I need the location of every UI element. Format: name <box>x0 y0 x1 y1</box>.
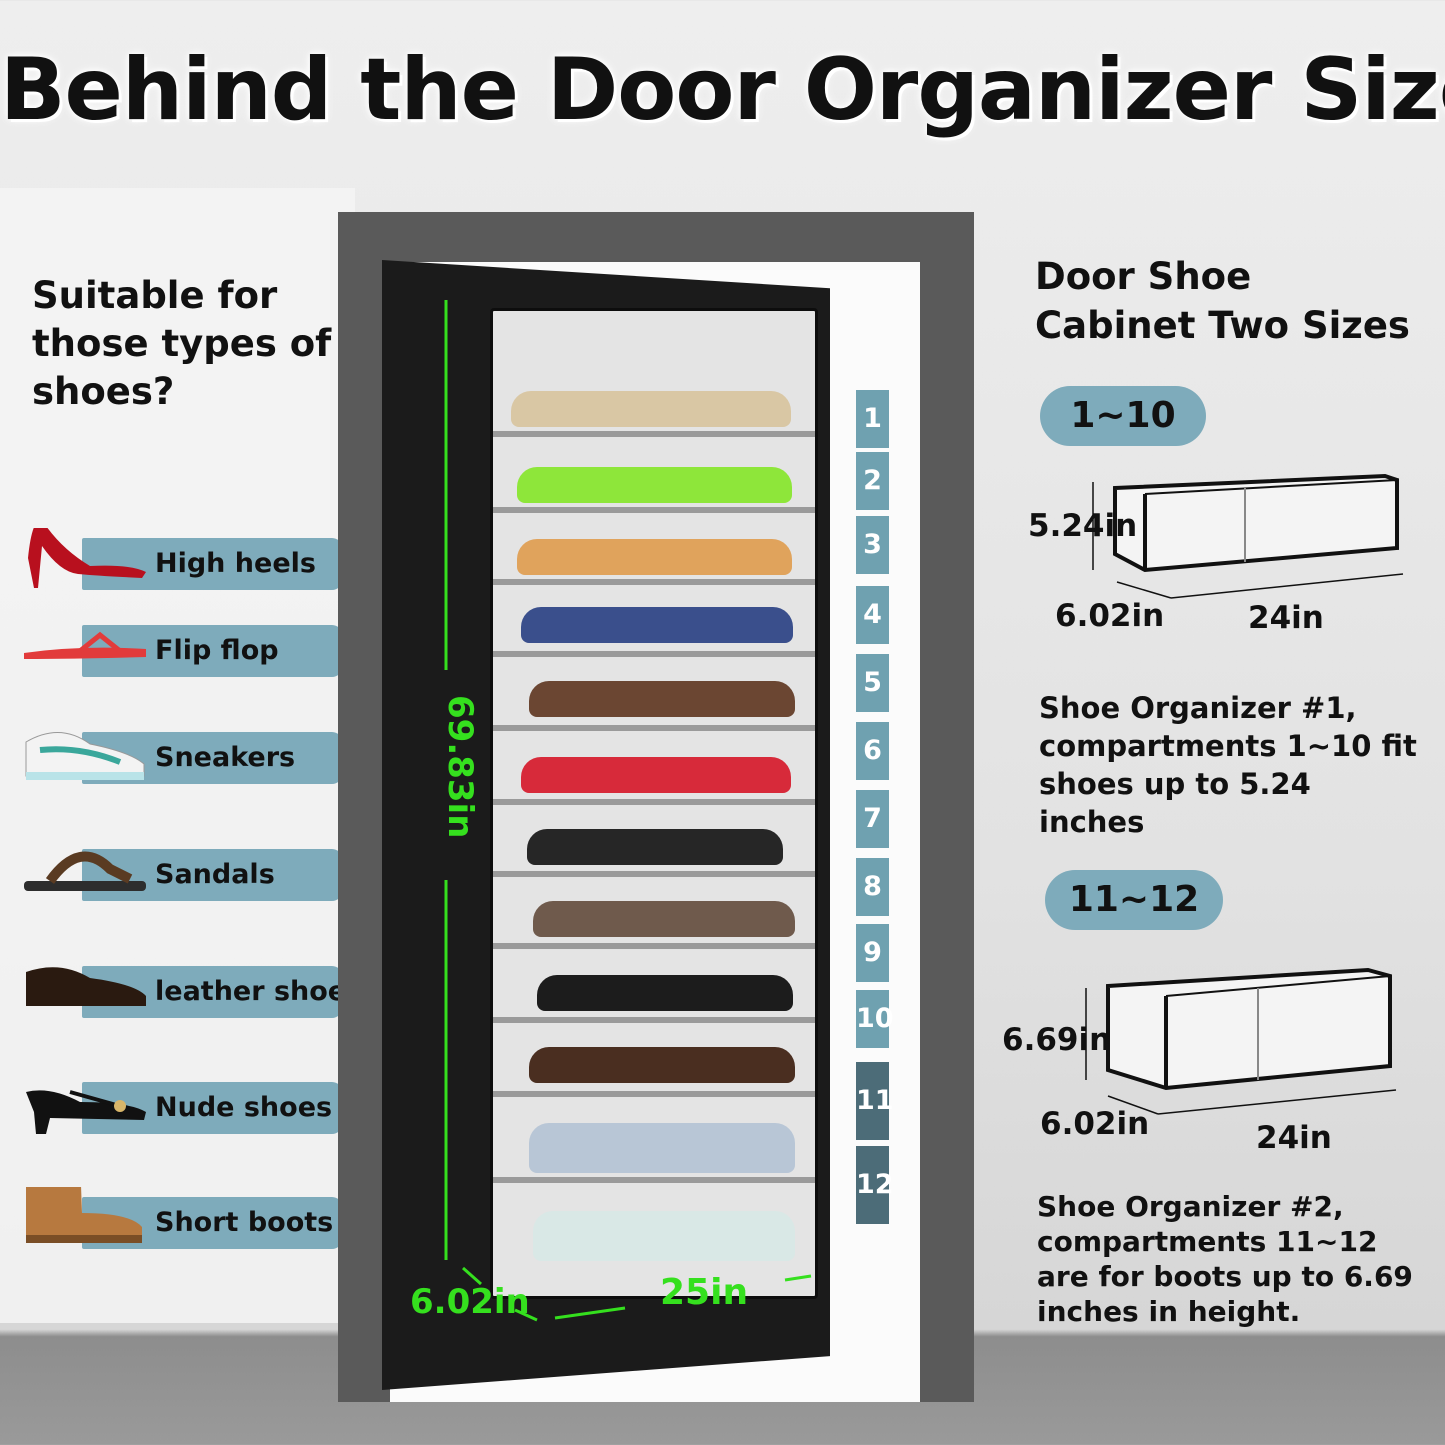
organizer-shelf <box>493 507 815 513</box>
shoe-flat-red <box>521 757 791 793</box>
compartment-number: 8 <box>856 858 889 916</box>
sandal-icon <box>24 851 146 891</box>
organizer-shelf <box>493 725 815 731</box>
height-dimension-line <box>444 300 448 1260</box>
compartment-number: 6 <box>856 722 889 780</box>
box-2-depth-label: 6.02in <box>1040 1106 1150 1142</box>
organizer-box-1-diagram <box>1092 473 1404 599</box>
organizer-box-2-diagram <box>1085 967 1397 1115</box>
shoe-canvas-black <box>527 829 783 865</box>
compartment-number: 12 <box>856 1146 894 1224</box>
compartment-number: 1 <box>856 390 889 448</box>
shoe-sneaker-white <box>533 1211 795 1261</box>
shoe-leather-brown <box>529 681 795 717</box>
shoe-type-short-boots: Short boots <box>20 1187 342 1251</box>
compartment-number: 4 <box>856 586 889 644</box>
compartment-number: 11 <box>856 1062 894 1140</box>
compartment-number: 10 <box>856 990 894 1048</box>
shoe-type-flip-flop: Flip flop <box>20 625 342 679</box>
height-dimension-label: 69.83in <box>440 695 480 839</box>
sneaker-icon <box>25 732 145 780</box>
flip-flop-icon <box>24 631 146 659</box>
compartment-number: 2 <box>856 452 889 510</box>
shoe-sneaker-grey <box>529 1123 795 1173</box>
high-heel-icon <box>28 528 146 588</box>
organizer-shelf <box>493 651 815 657</box>
organizer-shelf <box>493 871 815 877</box>
shoe-mary-jane-black <box>537 975 793 1011</box>
shoe-type-high-heels: High heels <box>20 528 342 592</box>
depth-dimension-label: 6.02in <box>410 1282 530 1322</box>
shoe-type-label: Flip flop <box>155 635 279 666</box>
organizer-1-description: Shoe Organizer #1, compartments 1~10 fit… <box>1039 691 1417 839</box>
organizer-2-description: Shoe Organizer #2, compartments 11~12 ar… <box>1037 1190 1413 1328</box>
shoe-types-heading: Suitable for those types of shoes? <box>32 274 332 413</box>
shoe-type-leather-shoes: leather shoes <box>20 966 362 1020</box>
shoe-type-label: leather shoes <box>155 976 363 1007</box>
mary-jane-shoe-icon <box>26 1090 146 1134</box>
width-depth-dimension-lines <box>462 1266 812 1322</box>
width-dimension-label: 25in <box>660 1272 749 1313</box>
box-1-width-label: 24in <box>1248 600 1324 636</box>
shoe-leather-dark <box>529 1047 795 1083</box>
two-sizes-heading: Door Shoe Cabinet Two Sizes <box>1035 255 1410 347</box>
compartment-number: 7 <box>856 790 889 848</box>
organizer-shelf <box>493 579 815 585</box>
compartment-number: 3 <box>856 516 889 574</box>
page-title: Behind the Door Organizer Size <box>0 40 1445 140</box>
box-1-height-label: 5.24in <box>1028 508 1138 544</box>
shoe-slide-green <box>517 467 792 503</box>
shoe-sandal-brown <box>533 901 795 937</box>
organizer-shelf <box>493 799 815 805</box>
organizer-shelf <box>493 1017 815 1023</box>
box-1-depth-label: 6.02in <box>1055 598 1165 634</box>
organizer-shelf <box>493 431 815 437</box>
compartment-number: 5 <box>856 654 889 712</box>
box-2-height-label: 6.69in <box>1002 1022 1112 1058</box>
shoe-type-sandals: Sandals <box>20 849 342 903</box>
compartment-number: 9 <box>856 924 889 982</box>
shoe-type-sneakers: Sneakers <box>20 732 342 786</box>
shoe-sneaker-blue <box>521 607 793 643</box>
organizer-shelf <box>493 943 815 949</box>
shoe-type-label: Sneakers <box>155 742 296 773</box>
shoe-type-nude-shoes: Nude shoes <box>20 1082 342 1136</box>
shoe-type-label: Short boots <box>155 1207 334 1238</box>
shoe-type-label: Sandals <box>155 859 275 890</box>
size-range-badge-1: 1~10 <box>1040 386 1206 446</box>
organizer-shelf <box>493 1177 815 1183</box>
leather-shoe-icon <box>26 967 146 1006</box>
organizer-shelf <box>493 1091 815 1097</box>
shoe-slipper-beige <box>511 391 791 427</box>
short-boot-icon <box>26 1187 142 1243</box>
shoe-type-pill <box>82 538 342 590</box>
box-2-width-label: 24in <box>1256 1120 1332 1156</box>
shoe-organizer <box>490 308 818 1299</box>
shoe-type-label: Nude shoes <box>155 1092 333 1123</box>
size-range-badge-2: 11~12 <box>1045 870 1223 930</box>
shoe-type-label: High heels <box>155 548 316 579</box>
shoe-slide-orange <box>517 539 792 575</box>
